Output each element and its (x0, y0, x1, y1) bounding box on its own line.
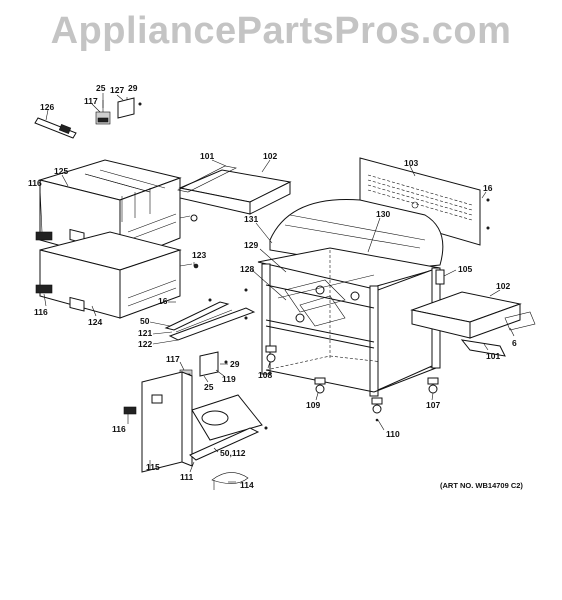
back-panel-103 (359, 157, 490, 246)
callout-111: 111 (180, 472, 194, 482)
callout-50-mid: 50 (140, 316, 150, 326)
cart-frame-assembly (257, 199, 445, 397)
leader-lines (39, 93, 515, 483)
callout-129: 129 (244, 240, 258, 250)
side-door-panel-115 (123, 371, 268, 490)
drawer-handle-bracket-top (95, 97, 142, 125)
callout-105: 105 (458, 264, 472, 274)
callout-102-right: 102 (496, 281, 510, 291)
callout-29-top: 29 (128, 83, 138, 93)
callout-109: 109 (306, 400, 320, 410)
callout-123: 123 (192, 250, 206, 260)
callout-29-mid: 29 (230, 359, 240, 369)
callout-126: 126 (40, 102, 54, 112)
callout-114: 114 (240, 480, 254, 490)
callout-16-top: 16 (483, 183, 493, 193)
side-shelf-top-102 (177, 165, 292, 215)
callout-122: 122 (138, 339, 152, 349)
callout-110: 110 (386, 429, 400, 439)
callout-117-mid: 117 (166, 354, 180, 364)
callout-25-top: 25 (96, 83, 106, 93)
rod-126 (34, 117, 77, 139)
callout-102-top: 102 (263, 151, 277, 161)
callout-119: 119 (222, 374, 236, 384)
callout-121: 121 (138, 328, 152, 338)
callout-130: 130 (376, 209, 390, 219)
part-callouts: 25 127 29 117 126 101 102 103 16 116 125… (28, 83, 523, 490)
callout-125: 125 (54, 166, 68, 176)
callout-115: 115 (146, 462, 160, 472)
callout-101-top: 101 (200, 151, 214, 161)
callout-116-top: 116 (28, 178, 42, 188)
lower-drawer-124 (35, 231, 199, 319)
art-number: (ART NO. WB14709 C2) (440, 481, 523, 490)
side-shelf-right-102 (410, 291, 536, 357)
callout-127: 127 (110, 85, 124, 95)
callout-124: 124 (88, 317, 102, 327)
callout-131: 131 (244, 214, 258, 224)
callout-117-top: 117 (84, 96, 98, 106)
watermark-logo-text: AppliancePartsPros.com (50, 10, 512, 52)
callout-116-mid: 116 (34, 307, 48, 317)
callout-128: 128 (240, 264, 254, 274)
callout-116-bottom: 116 (112, 424, 126, 434)
callout-103: 103 (404, 158, 418, 168)
callout-50-112: 50,112 (220, 448, 246, 458)
callout-16-mid: 16 (158, 296, 168, 306)
callout-6: 6 (512, 338, 517, 348)
callout-101-right: 101 (486, 351, 500, 361)
drawer-slide-rail (164, 288, 256, 341)
callout-25-mid: 25 (204, 382, 214, 392)
callout-107: 107 (426, 400, 440, 410)
callout-108: 108 (258, 370, 272, 380)
casters (265, 345, 439, 422)
